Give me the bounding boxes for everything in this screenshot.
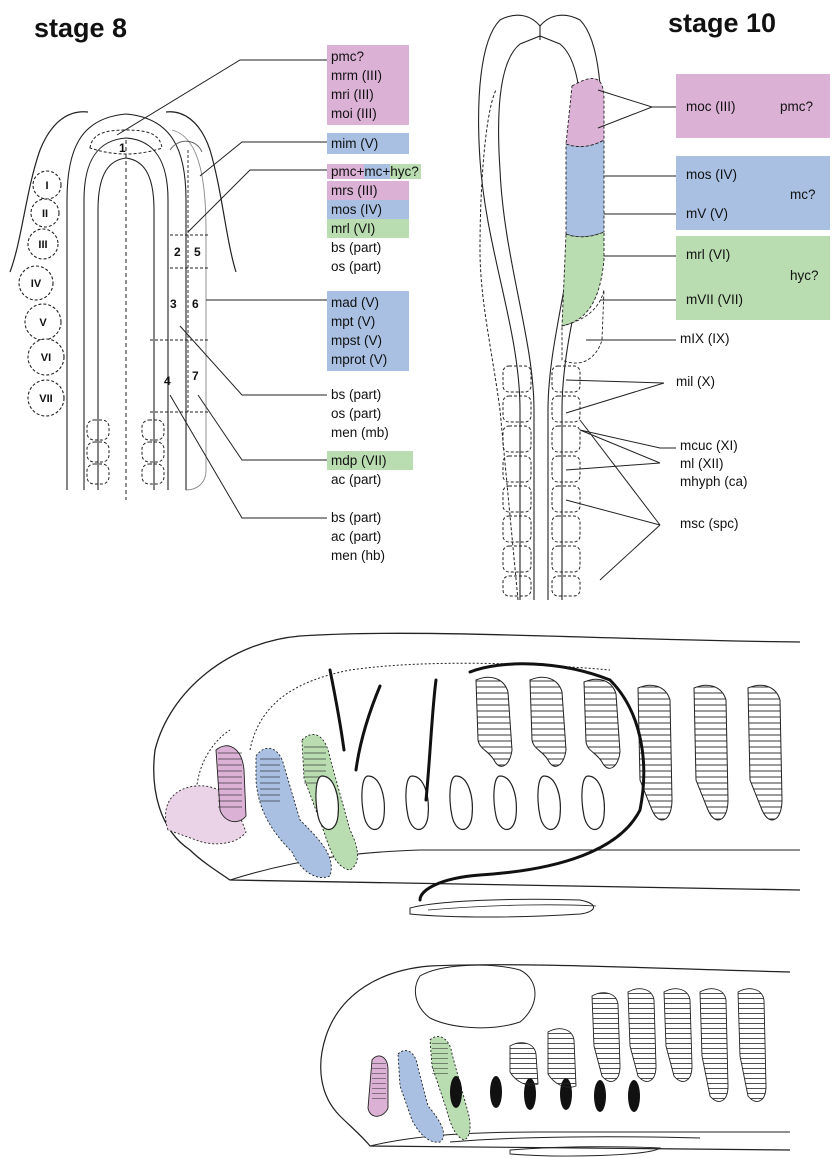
stage8-region-5: 5 bbox=[194, 245, 201, 259]
stage10-green-region bbox=[562, 232, 604, 326]
embryo-small-brain bbox=[415, 965, 535, 1028]
label-mrs: mrs (III) bbox=[327, 181, 409, 200]
embryo-gill-slits bbox=[316, 776, 604, 830]
label-mpt: mpt (V) bbox=[331, 312, 405, 331]
label-moc: moc (III) bbox=[686, 99, 736, 114]
label-mrl-stage10: mrl (VI) bbox=[686, 247, 730, 262]
label-mV: mV (V) bbox=[686, 206, 728, 221]
stage8-label-group-7: bs (part) ac (part) men (hb) bbox=[327, 508, 389, 565]
label-mhyph: mhyph (ca) bbox=[680, 474, 748, 489]
label-mc-stage10: mc? bbox=[790, 187, 816, 202]
stage8-region-7: 7 bbox=[192, 369, 199, 383]
embryo-lateral-view-small bbox=[0, 936, 834, 1166]
label-mos-stage10: mos (IV) bbox=[686, 167, 737, 182]
label-mrm: mrm (III) bbox=[331, 66, 405, 85]
label-mpst: mpst (V) bbox=[331, 331, 405, 350]
embryo-lateral-view-large bbox=[0, 600, 834, 940]
stage10-title: stage 10 bbox=[668, 8, 776, 39]
label-ac-part-1: ac (part) bbox=[327, 470, 413, 489]
label-msc: msc (spc) bbox=[680, 516, 739, 531]
label-mcuc: mcuc (XI) bbox=[680, 438, 738, 453]
stage8-region-4: 4 bbox=[164, 374, 171, 388]
stage8-label-group-6: mdp (VII) ac (part) bbox=[327, 451, 413, 489]
label-bs-part-2: bs (part) bbox=[331, 385, 389, 404]
label-os-part-1: os (part) bbox=[327, 257, 421, 276]
stage8-label-group-5: bs (part) os (part) men (mb) bbox=[327, 385, 393, 442]
label-pmc-stage10: pmc? bbox=[780, 99, 813, 114]
somitomere-label-I: I bbox=[45, 180, 48, 192]
stage8-region-2: 2 bbox=[174, 245, 181, 259]
label-hyc-q: hyc? bbox=[390, 164, 421, 179]
label-ml: ml (XII) bbox=[680, 456, 724, 471]
label-pmc-plus: pmc+ bbox=[327, 164, 364, 179]
embryo-ventral-muscle bbox=[410, 899, 594, 917]
stage10-pink-region bbox=[566, 78, 604, 146]
stage8-region-3: 3 bbox=[170, 297, 177, 311]
label-combined-row: pmc+mc+hyc? bbox=[327, 162, 421, 181]
label-men-hb: men (hb) bbox=[331, 546, 385, 565]
stage8-label-group-4: mad (V) mpt (V) mpst (V) mprot (V) bbox=[327, 291, 409, 371]
somitomere-label-V: V bbox=[39, 317, 47, 329]
label-hyc-stage10: hyc? bbox=[790, 268, 819, 283]
stage8-label-group-3: pmc+mc+hyc? mrs (III) mos (IV) mrl (VI) … bbox=[327, 162, 421, 276]
label-mc-plus: mc+ bbox=[364, 164, 390, 179]
label-mim: mim (V) bbox=[331, 134, 405, 153]
label-mIX: mIX (IX) bbox=[680, 331, 730, 346]
label-bs-part-3: bs (part) bbox=[331, 508, 385, 527]
stage10-somites bbox=[503, 366, 580, 596]
label-ac-part-2: ac (part) bbox=[331, 527, 385, 546]
stage8-body-outline bbox=[172, 130, 206, 490]
stage10-left-mesoderm bbox=[480, 90, 518, 600]
stage8-leaders bbox=[117, 60, 327, 518]
label-mVII: mVII (VII) bbox=[686, 292, 743, 307]
label-bs-part-1: bs (part) bbox=[327, 238, 421, 257]
stage8-region-6: 6 bbox=[192, 297, 199, 311]
stage8-label-group-2: mim (V) bbox=[327, 133, 409, 154]
embryo-small-ventral bbox=[450, 1137, 700, 1142]
label-mri: mri (III) bbox=[331, 85, 405, 104]
stage8-label-group-1: pmc? mrm (III) mri (III) moi (III) bbox=[327, 45, 409, 125]
somitomere-label-II: II bbox=[42, 208, 48, 220]
label-os-part-2: os (part) bbox=[331, 404, 389, 423]
label-men-mb: men (mb) bbox=[331, 423, 389, 442]
stage10-blue-region bbox=[566, 140, 604, 237]
label-mprot: mprot (V) bbox=[331, 350, 405, 369]
label-moi: moi (III) bbox=[331, 104, 405, 123]
somitomere-label-VII: VII bbox=[39, 393, 52, 405]
somitomere-label-VI: VI bbox=[41, 352, 51, 364]
embryo-myotomes bbox=[476, 677, 782, 820]
label-mrl: mrl (VI) bbox=[327, 219, 409, 238]
label-mos: mos (IV) bbox=[327, 200, 409, 219]
somitomere-label-IV: IV bbox=[31, 278, 42, 290]
stage8-region-1: 1 bbox=[119, 141, 126, 155]
label-mil: mil (X) bbox=[676, 374, 715, 389]
label-mdp: mdp (VII) bbox=[327, 451, 413, 470]
label-mad: mad (V) bbox=[331, 293, 405, 312]
somitomere-label-III: III bbox=[38, 239, 47, 251]
label-pmc-q: pmc? bbox=[331, 47, 405, 66]
